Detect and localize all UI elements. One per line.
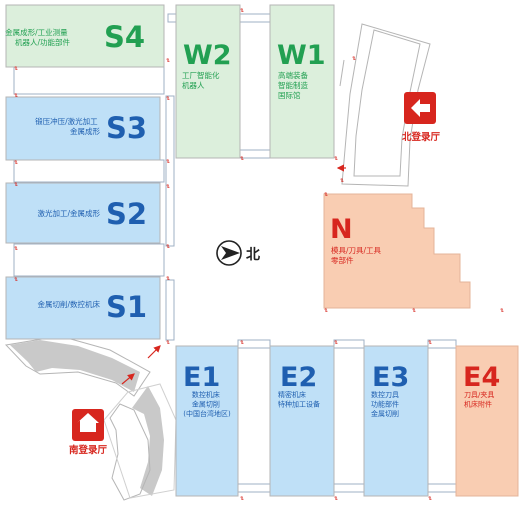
entrance-arrow-icon — [404, 92, 436, 124]
svg-text:⇅: ⇅ — [166, 276, 170, 282]
north-lobby-label: 北登录厅 — [402, 131, 441, 143]
svg-text:⇅: ⇅ — [340, 178, 344, 184]
svg-text:⇅: ⇅ — [166, 184, 170, 190]
svg-text:⇅: ⇅ — [428, 340, 432, 346]
compass-label: 北 — [246, 247, 260, 263]
hall-S2[interactable]: 激光加工/金属成形 S2 — [5, 182, 161, 244]
svg-text:金属成形/工业测量 机器人/功能部件: 金属成形/工业测量 机器人/功能部件 — [5, 27, 70, 47]
hall-W1[interactable]: W1 高端装备 智能制造 国际馆 — [269, 4, 335, 159]
entrance-arrow-icon — [72, 409, 104, 441]
south-lobby-label: 南登录厅 — [69, 444, 108, 456]
north-lobby-structure — [339, 23, 431, 187]
svg-text:⇅: ⇅ — [14, 93, 18, 99]
svg-text:⇅: ⇅ — [166, 244, 170, 250]
svg-text:高端装备 智能制造 国际馆: 高端装备 智能制造 国际馆 — [278, 70, 310, 100]
hall-label-W2: W2 — [183, 40, 232, 71]
svg-text:⇅: ⇅ — [240, 340, 244, 346]
hall-label-E1: E1 — [183, 362, 220, 393]
svg-text:⇅: ⇅ — [14, 160, 18, 166]
hall-E2[interactable]: E2 精密机床 特种加工设备 — [269, 345, 335, 497]
svg-text:⇅: ⇅ — [166, 159, 170, 165]
svg-text:刀具/夹具 机床附件: 刀具/夹具 机床附件 — [464, 390, 497, 409]
svg-text:⇅: ⇅ — [334, 496, 338, 502]
hall-N[interactable]: N 模具/刀具/工具 零部件 — [323, 193, 471, 309]
door-markers: ⇅ ⇅ ⇅ ⇅ ⇅ ⇅ ⇅ ⇅ ⇅ ⇅ ⇅ ⇅ ⇅ ⇅ ⇅ ⇅ ⇅ ⇅ ⇅ ⇅ … — [14, 8, 504, 502]
svg-text:激光加工/金属成形: 激光加工/金属成形 — [37, 208, 100, 218]
svg-text:⇅: ⇅ — [412, 308, 416, 314]
hall-label-E3: E3 — [372, 362, 409, 393]
svg-text:⇅: ⇅ — [324, 308, 328, 314]
svg-text:⇅: ⇅ — [166, 340, 170, 346]
svg-text:⇅: ⇅ — [166, 58, 170, 64]
hall-label-E4: E4 — [463, 362, 500, 393]
hall-S4[interactable]: 金属成形/工业测量 机器人/功能部件 S4 — [5, 4, 165, 68]
svg-text:数控刀具 功能部件 金属切削: 数控刀具 功能部件 金属切削 — [371, 390, 401, 418]
svg-text:模具/刀具/工具 零部件: 模具/刀具/工具 零部件 — [331, 245, 383, 265]
svg-text:⇅: ⇅ — [14, 182, 18, 188]
svg-text:⇅: ⇅ — [334, 340, 338, 346]
svg-text:⇅: ⇅ — [14, 246, 18, 252]
svg-text:金属切削/数控机床: 金属切削/数控机床 — [37, 299, 100, 309]
svg-text:⇅: ⇅ — [500, 308, 504, 314]
hall-E1[interactable]: E1 数控机床 金属切削 (中国台湾地区) — [175, 345, 239, 497]
hall-E3[interactable]: E3 数控刀具 功能部件 金属切削 — [363, 345, 429, 497]
hall-label-S4: S4 — [104, 20, 145, 54]
hall-W2[interactable]: W2 工厂智能化 机器人 — [175, 4, 241, 159]
svg-text:⇅: ⇅ — [324, 192, 328, 198]
hall-label-W1: W1 — [277, 40, 326, 71]
svg-text:工厂智能化 机器人: 工厂智能化 机器人 — [182, 70, 222, 90]
hall-S3[interactable]: 锻压冲压/激光加工 金属成形 S3 — [5, 96, 161, 161]
svg-text:⇅: ⇅ — [240, 8, 244, 14]
north-lobby[interactable]: 北登录厅 — [402, 92, 441, 143]
svg-text:⇅: ⇅ — [352, 56, 356, 62]
hall-label-S3: S3 — [106, 111, 147, 145]
svg-text:⇅: ⇅ — [240, 496, 244, 502]
hall-label-E2: E2 — [280, 362, 317, 393]
south-lobby[interactable]: 南登录厅 — [69, 409, 108, 456]
svg-text:⇅: ⇅ — [428, 496, 432, 502]
compass-north-icon: 北 — [216, 240, 260, 266]
svg-text:数控机床 金属切削 (中国台湾地区): 数控机床 金属切削 (中国台湾地区) — [183, 390, 231, 418]
svg-text:⇅: ⇅ — [240, 156, 244, 162]
hall-label-N: N — [330, 214, 353, 245]
direction-arrows — [121, 164, 346, 385]
hall-S1[interactable]: 金属切削/数控机床 S1 — [5, 276, 161, 340]
svg-text:⇅: ⇅ — [14, 66, 18, 72]
svg-text:⇅: ⇅ — [334, 156, 338, 162]
hall-E4[interactable]: E4 刀具/夹具 机床附件 — [455, 345, 519, 497]
svg-text:⇅: ⇅ — [166, 96, 170, 102]
hall-label-S2: S2 — [106, 197, 147, 231]
svg-text:锻压冲压/激光加工 金属成形: 锻压冲压/激光加工 金属成形 — [35, 116, 100, 136]
hall-label-S1: S1 — [106, 290, 147, 324]
svg-text:⇅: ⇅ — [14, 277, 18, 283]
svg-text:精密机床 特种加工设备: 精密机床 特种加工设备 — [278, 390, 320, 409]
